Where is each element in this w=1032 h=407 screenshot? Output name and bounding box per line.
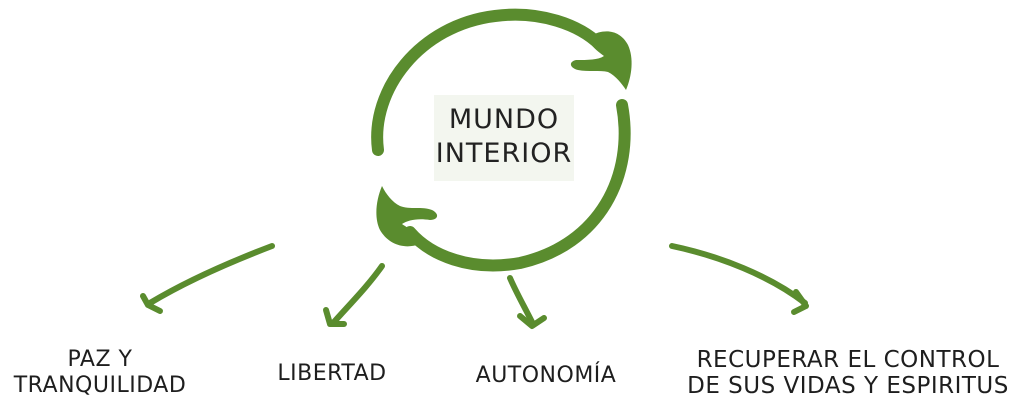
outcome-label-line: AUTONOMÍA — [475, 363, 617, 388]
hand-top-right-icon — [570, 31, 632, 90]
arrow-recuperar — [669, 243, 809, 315]
outcome-recuperar-el-control: RECUPERAR EL CONTROL DE SUS VIDAS Y ESPI… — [668, 347, 1028, 399]
center-title-line-1: MUNDO — [448, 104, 560, 135]
hand-bottom-left-icon — [376, 186, 438, 247]
outcome-label-line: DE SUS VIDAS Y ESPIRITUS — [687, 373, 1009, 399]
arm-upper — [371, 8, 606, 156]
outcome-label-line: RECUPERAR EL CONTROL — [696, 347, 1000, 373]
circle-of-hands — [371, 8, 631, 272]
center-label-box: MUNDO INTERIOR — [434, 95, 574, 181]
outcome-paz-y-tranquilidad: PAZ Y TRANQUILIDAD — [2, 347, 198, 399]
center-title-line-2: INTERIOR — [435, 138, 573, 169]
outcome-label-line: LIBERTAD — [277, 361, 387, 386]
arrow-autonomia — [507, 275, 547, 329]
outcome-autonomia: AUTONOMÍA — [466, 363, 626, 389]
outcome-label-line: TRANQUILIDAD — [13, 373, 187, 398]
arrow-paz — [140, 243, 275, 314]
outcome-libertad: LIBERTAD — [262, 361, 402, 387]
arrows — [140, 243, 809, 329]
outcome-label-line: PAZ Y — [67, 347, 133, 372]
arrow-libertad — [323, 263, 385, 327]
arm-lower — [404, 99, 631, 272]
